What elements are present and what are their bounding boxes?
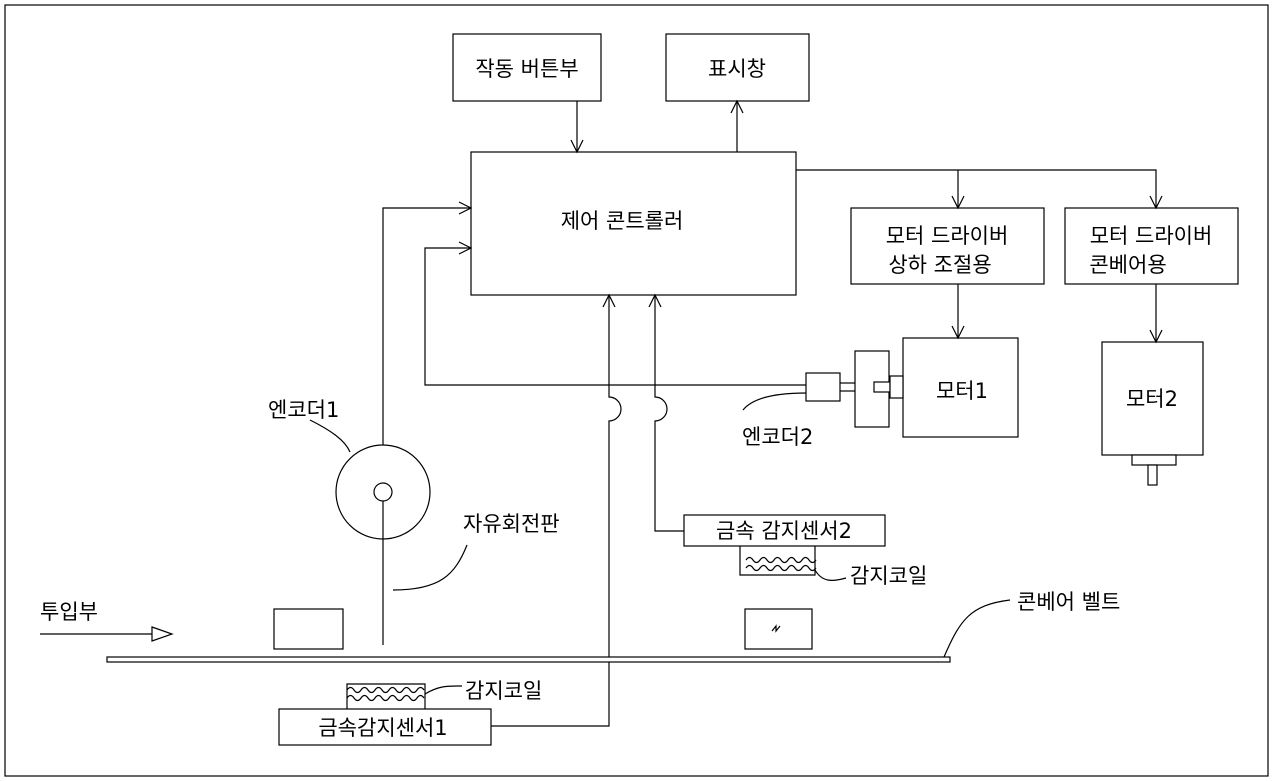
motor2-label: 모터2 <box>1126 387 1178 411</box>
leader-sense-coil-2 <box>814 569 847 581</box>
sense-coil-1 <box>346 683 426 709</box>
arrow-driver-to-motor1 <box>951 284 965 340</box>
arrow-driver-to-motor2 <box>1149 284 1163 344</box>
encoder2-label: 엔코더2 <box>742 425 813 449</box>
conveyor-belt-label: 콘베어 벨트 <box>1017 590 1120 614</box>
item-on-belt-2 <box>744 608 813 650</box>
metal-sensor1-block: 금속감지센서1 <box>278 708 492 746</box>
motor-driver-conveyor-label-1: 모터 드라이버 <box>1090 224 1213 248</box>
leader-encoder1 <box>309 419 351 453</box>
arrow-buttons-to-controller <box>570 101 584 154</box>
arrow-encoder2-to-controller <box>424 241 806 386</box>
controller-block: 제어 콘트롤러 <box>470 151 797 296</box>
motor-driver-conveyor-block: 모터 드라이버 콘베어용 <box>1064 207 1239 285</box>
motor2-shaft <box>1147 464 1158 486</box>
motor-driver-lift-label-1: 모터 드라이버 <box>886 224 1009 248</box>
motor-driver-lift-label-2: 상하 조절용 <box>888 253 991 277</box>
arrow-sensor1-to-controller <box>491 293 622 727</box>
sense-coil-2-label: 감지코일 <box>850 564 927 588</box>
metal-sensor1-label: 금속감지센서1 <box>318 716 447 740</box>
motor-driver-lift-block: 모터 드라이버 상하 조절용 <box>850 207 1045 285</box>
arrow-encoder1-to-controller <box>382 201 473 447</box>
display-block: 표시창 <box>665 33 810 102</box>
display-label: 표시창 <box>708 57 766 81</box>
sense-coil-1-label: 감지코일 <box>465 679 542 703</box>
motor2-block: 모터2 <box>1101 341 1204 486</box>
diagram-frame <box>4 4 1269 777</box>
motor1-label: 모터1 <box>936 379 988 403</box>
encoder1-label: 엔코더1 <box>268 398 339 422</box>
input-section-label: 투입부 <box>40 600 98 624</box>
metal-sensor2-block: 금속 감지센서2 <box>683 514 886 547</box>
sense-coil-2 <box>739 546 817 576</box>
leader-encoder2 <box>742 392 807 411</box>
input-arrow <box>40 626 174 642</box>
motor2-shaft-base <box>1131 454 1177 466</box>
arrow-controller-to-drivers <box>796 169 1163 210</box>
operation-buttons-block: 작동 버튼부 <box>452 33 602 102</box>
arrow-sensor2-to-controller <box>648 293 684 532</box>
motor1-block: 모터1 <box>902 337 1019 438</box>
metal-sensor2-label: 금속 감지센서2 <box>716 519 852 543</box>
encoder1-wheel <box>335 444 431 645</box>
arrow-controller-to-display <box>730 99 744 152</box>
controller-label: 제어 콘트롤러 <box>561 209 684 233</box>
conveyor-belt <box>106 656 951 663</box>
encoder2-assembly <box>805 350 904 428</box>
leader-free-wheel <box>392 544 468 591</box>
motor-driver-conveyor-label-2: 콘베어용 <box>1089 253 1166 277</box>
free-wheel-label: 자유회전판 <box>463 512 560 536</box>
leader-sense-coil-1 <box>424 685 463 695</box>
operation-buttons-label: 작동 버튼부 <box>475 57 578 81</box>
item-on-belt-1 <box>273 608 344 650</box>
leader-conveyor-belt <box>943 599 1011 658</box>
